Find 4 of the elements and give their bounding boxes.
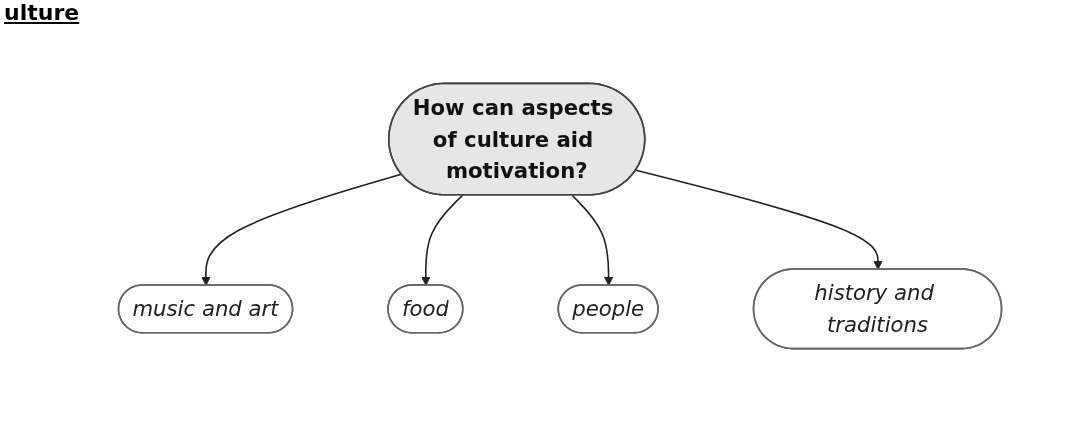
diagram-title: ulture	[4, 0, 80, 25]
arrow	[421, 194, 464, 286]
arrow	[571, 194, 614, 286]
arrow	[635, 169, 883, 270]
